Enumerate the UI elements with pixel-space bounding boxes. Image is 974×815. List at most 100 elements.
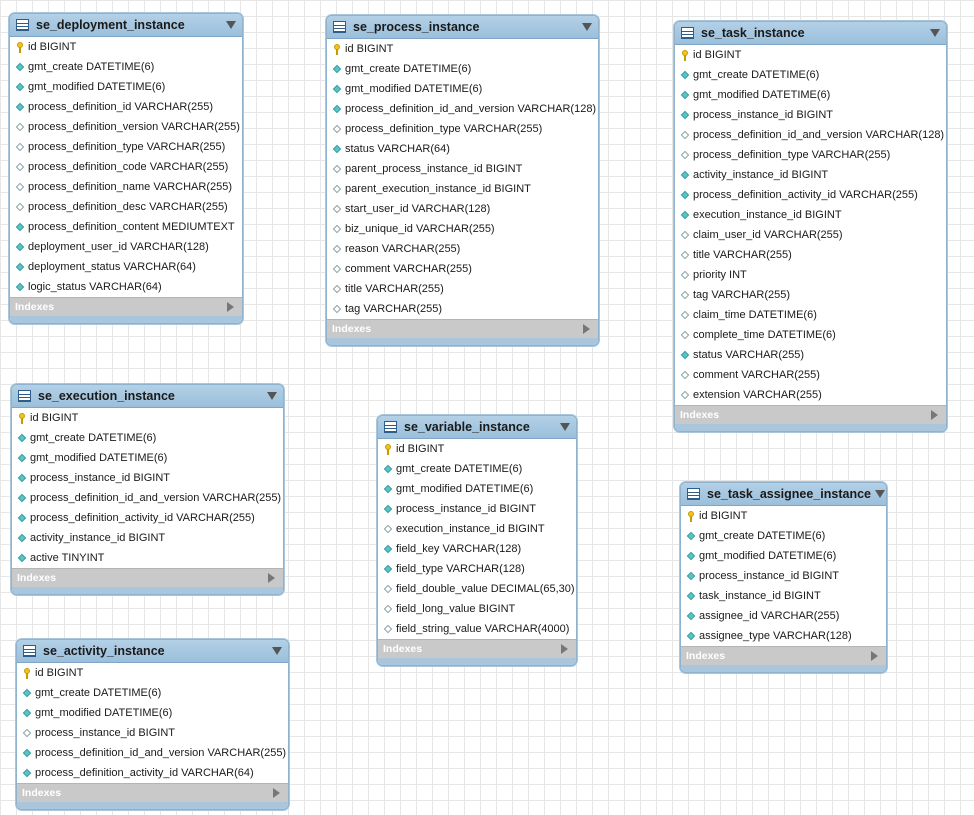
column-row[interactable]: status VARCHAR(64)	[327, 139, 598, 159]
column-row[interactable]: id BIGINT	[17, 663, 288, 683]
indexes-section[interactable]: Indexes	[17, 783, 288, 802]
column-row[interactable]: execution_instance_id BIGINT	[675, 205, 946, 225]
column-row[interactable]: process_definition_activity_id VARCHAR(6…	[17, 763, 288, 783]
column-row[interactable]: process_instance_id BIGINT	[12, 468, 283, 488]
column-row[interactable]: gmt_create DATETIME(6)	[327, 59, 598, 79]
expand-right-icon[interactable]	[871, 651, 878, 661]
column-row[interactable]: field_double_value DECIMAL(65,30)	[378, 579, 576, 599]
column-row[interactable]: field_type VARCHAR(128)	[378, 559, 576, 579]
collapse-toggle-icon[interactable]	[582, 23, 592, 31]
indexes-section[interactable]: Indexes	[675, 405, 946, 424]
column-row[interactable]: field_key VARCHAR(128)	[378, 539, 576, 559]
indexes-section[interactable]: Indexes	[12, 568, 283, 587]
column-row[interactable]: gmt_create DATETIME(6)	[681, 526, 886, 546]
indexes-section[interactable]: Indexes	[10, 297, 242, 316]
expand-right-icon[interactable]	[583, 324, 590, 334]
column-row[interactable]: claim_user_id VARCHAR(255)	[675, 225, 946, 245]
indexes-section[interactable]: Indexes	[681, 646, 886, 665]
column-row[interactable]: tag VARCHAR(255)	[327, 299, 598, 319]
indexes-section[interactable]: Indexes	[378, 639, 576, 658]
column-row[interactable]: gmt_modified DATETIME(6)	[17, 703, 288, 723]
column-row[interactable]: active TINYINT	[12, 548, 283, 568]
column-row[interactable]: gmt_modified DATETIME(6)	[12, 448, 283, 468]
column-row[interactable]: activity_instance_id BIGINT	[12, 528, 283, 548]
column-row[interactable]: process_definition_id_and_version VARCHA…	[327, 99, 598, 119]
column-row[interactable]: process_definition_id VARCHAR(255)	[10, 97, 242, 117]
column-row[interactable]: process_instance_id BIGINT	[681, 566, 886, 586]
column-row[interactable]: process_definition_id_and_version VARCHA…	[675, 125, 946, 145]
column-row[interactable]: process_definition_type VARCHAR(255)	[675, 145, 946, 165]
collapse-toggle-icon[interactable]	[272, 647, 282, 655]
column-row[interactable]: field_string_value VARCHAR(4000)	[378, 619, 576, 639]
entity-header[interactable]: se_execution_instance	[12, 385, 283, 408]
collapse-toggle-icon[interactable]	[875, 490, 885, 498]
column-row[interactable]: assignee_type VARCHAR(128)	[681, 626, 886, 646]
indexes-section[interactable]: Indexes	[327, 319, 598, 338]
column-row[interactable]: gmt_modified DATETIME(6)	[10, 77, 242, 97]
column-row[interactable]: process_definition_type VARCHAR(255)	[327, 119, 598, 139]
column-row[interactable]: process_instance_id BIGINT	[675, 105, 946, 125]
collapse-toggle-icon[interactable]	[560, 423, 570, 431]
column-row[interactable]: process_definition_name VARCHAR(255)	[10, 177, 242, 197]
column-row[interactable]: gmt_modified DATETIME(6)	[681, 546, 886, 566]
column-row[interactable]: assignee_id VARCHAR(255)	[681, 606, 886, 626]
column-row[interactable]: deployment_status VARCHAR(64)	[10, 257, 242, 277]
column-row[interactable]: id BIGINT	[12, 408, 283, 428]
expand-right-icon[interactable]	[227, 302, 234, 312]
column-row[interactable]: parent_process_instance_id BIGINT	[327, 159, 598, 179]
column-row[interactable]: process_definition_version VARCHAR(255)	[10, 117, 242, 137]
column-row[interactable]: process_definition_desc VARCHAR(255)	[10, 197, 242, 217]
column-row[interactable]: deployment_user_id VARCHAR(128)	[10, 237, 242, 257]
column-row[interactable]: process_definition_id_and_version VARCHA…	[12, 488, 283, 508]
column-row[interactable]: task_instance_id BIGINT	[681, 586, 886, 606]
column-row[interactable]: gmt_modified DATETIME(6)	[675, 85, 946, 105]
column-row[interactable]: parent_execution_instance_id BIGINT	[327, 179, 598, 199]
column-row[interactable]: tag VARCHAR(255)	[675, 285, 946, 305]
column-row[interactable]: id BIGINT	[10, 37, 242, 57]
column-row[interactable]: id BIGINT	[378, 439, 576, 459]
collapse-toggle-icon[interactable]	[930, 29, 940, 37]
column-row[interactable]: id BIGINT	[681, 506, 886, 526]
column-row[interactable]: process_instance_id BIGINT	[378, 499, 576, 519]
column-row[interactable]: logic_status VARCHAR(64)	[10, 277, 242, 297]
entity-header[interactable]: se_task_instance	[675, 22, 946, 45]
column-row[interactable]: process_definition_id_and_version VARCHA…	[17, 743, 288, 763]
column-row[interactable]: title VARCHAR(255)	[327, 279, 598, 299]
column-row[interactable]: gmt_create DATETIME(6)	[378, 459, 576, 479]
collapse-toggle-icon[interactable]	[226, 21, 236, 29]
expand-right-icon[interactable]	[273, 788, 280, 798]
expand-right-icon[interactable]	[931, 410, 938, 420]
column-row[interactable]: process_definition_type VARCHAR(255)	[10, 137, 242, 157]
column-row[interactable]: id BIGINT	[327, 39, 598, 59]
expand-right-icon[interactable]	[561, 644, 568, 654]
column-row[interactable]: start_user_id VARCHAR(128)	[327, 199, 598, 219]
column-row[interactable]: title VARCHAR(255)	[675, 245, 946, 265]
column-row[interactable]: comment VARCHAR(255)	[675, 365, 946, 385]
entity-header[interactable]: se_task_assignee_instance	[681, 483, 886, 506]
column-row[interactable]: extension VARCHAR(255)	[675, 385, 946, 405]
column-row[interactable]: gmt_create DATETIME(6)	[12, 428, 283, 448]
expand-right-icon[interactable]	[268, 573, 275, 583]
collapse-toggle-icon[interactable]	[267, 392, 277, 400]
column-row[interactable]: gmt_modified DATETIME(6)	[327, 79, 598, 99]
entity-header[interactable]: se_activity_instance	[17, 640, 288, 663]
column-row[interactable]: complete_time DATETIME(6)	[675, 325, 946, 345]
column-row[interactable]: process_definition_content MEDIUMTEXT	[10, 217, 242, 237]
column-row[interactable]: gmt_create DATETIME(6)	[10, 57, 242, 77]
column-row[interactable]: field_long_value BIGINT	[378, 599, 576, 619]
column-row[interactable]: process_instance_id BIGINT	[17, 723, 288, 743]
column-row[interactable]: biz_unique_id VARCHAR(255)	[327, 219, 598, 239]
column-row[interactable]: process_definition_activity_id VARCHAR(2…	[675, 185, 946, 205]
entity-header[interactable]: se_process_instance	[327, 16, 598, 39]
column-row[interactable]: execution_instance_id BIGINT	[378, 519, 576, 539]
column-row[interactable]: status VARCHAR(255)	[675, 345, 946, 365]
entity-header[interactable]: se_variable_instance	[378, 416, 576, 439]
column-row[interactable]: claim_time DATETIME(6)	[675, 305, 946, 325]
column-row[interactable]: activity_instance_id BIGINT	[675, 165, 946, 185]
